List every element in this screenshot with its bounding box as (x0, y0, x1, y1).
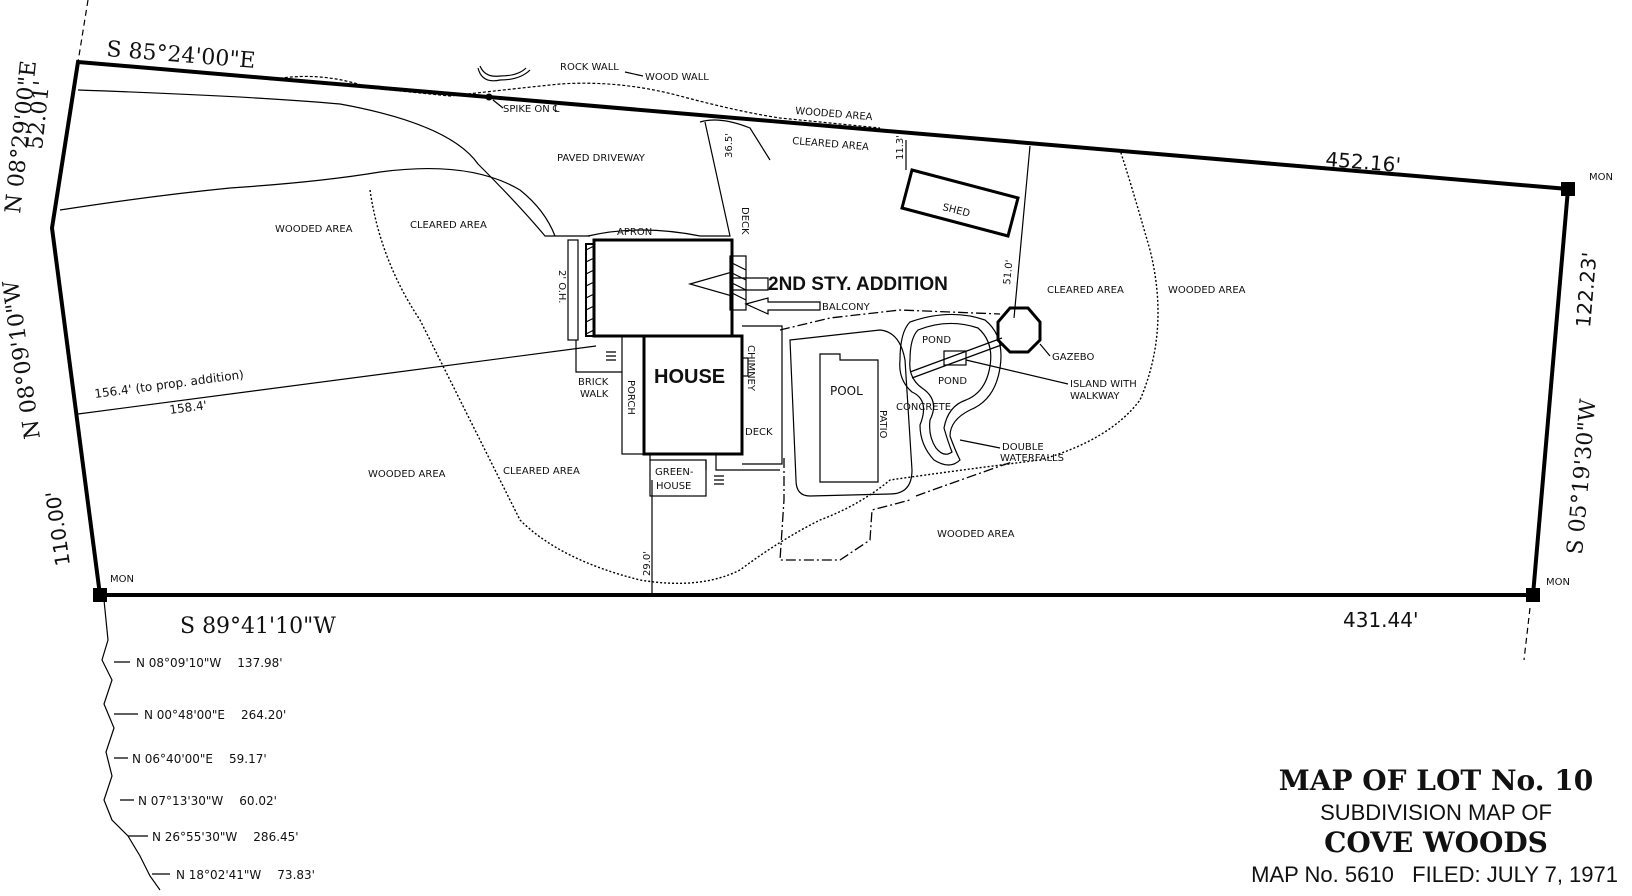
spike-marker (485, 93, 493, 101)
lot-boundary (49, 0, 1575, 661)
dim-158-4: 158.4' (169, 398, 208, 417)
shed-label: SHED (941, 202, 971, 219)
deck-label-south: DECK (745, 427, 773, 438)
west-bearing: N 08°09'10"W (0, 278, 46, 440)
porch-label: PORCH (625, 380, 636, 415)
north-bearing: S 85°24'00"E (106, 37, 257, 74)
dim-51-0: 51.0' (1002, 259, 1016, 285)
porch (621, 335, 645, 455)
dim-11-3: 11.3' (895, 135, 906, 160)
north-distance: 452.16' (1325, 147, 1402, 177)
dim-51-0-line (1013, 145, 1031, 319)
spike-label: SPIKE ON ℄ (503, 104, 560, 115)
measure-lines (77, 345, 653, 595)
addition-footprint (592, 238, 734, 338)
cleared-area-label-east: CLEARED AREA (1047, 285, 1124, 296)
paved-driveway-label: PAVED DRIVEWAY (557, 153, 646, 164)
pool-patio (789, 329, 913, 497)
cleared-area-label-nw: CLEARED AREA (410, 220, 487, 231)
woods-edge (369, 149, 1159, 585)
monument-sw (93, 588, 107, 602)
title-line1: MAP OF LOT No. 10 (1279, 764, 1593, 797)
title-line3: COVE WOODS (1324, 826, 1548, 859)
spike-leader (492, 99, 504, 109)
monument-se (1526, 588, 1540, 602)
dim-29-0: 29.0' (642, 551, 653, 576)
concrete-patio (789, 329, 913, 497)
south-bearing: S 89°41'10"W (180, 614, 336, 639)
wood-wall-label: WOOD WALL (645, 72, 709, 83)
rock-wall-label: ROCK WALL (560, 62, 619, 73)
pool-label: POOL (830, 384, 863, 398)
fence-line (779, 309, 1013, 561)
gazebo-leader (1039, 343, 1051, 357)
pond-label-south: POND (938, 376, 967, 387)
monument-ne (1561, 182, 1575, 196)
wooded-area-label-east: WOODED AREA (1168, 285, 1246, 296)
pond-label-north: POND (922, 335, 951, 346)
paved-driveway (59, 89, 771, 237)
rock-wall-leader (624, 71, 644, 77)
mon-label-ne: MON (1589, 172, 1613, 183)
cleared-area-label-north: CLEARED AREA (792, 136, 870, 153)
east-bearing: S 05°19'30"W (1563, 398, 1602, 556)
mon-label-se: MON (1546, 577, 1570, 588)
cleared-area-label-sw: CLEARED AREA (503, 466, 580, 477)
wooded-area-label-sw: WOODED AREA (368, 469, 446, 480)
dim-156-4: 156.4' (to prop. addition) (94, 367, 245, 401)
east-distance: 122.23' (1571, 251, 1601, 328)
overhang-label: 2' O.H. (556, 270, 567, 303)
mon-label-sw: MON (110, 574, 134, 585)
pond-complex (899, 306, 1042, 466)
house-group: 2' O.H. (556, 238, 783, 497)
title-line4: MAP No. 5610 FILED: JULY 7, 1971 (1251, 862, 1618, 887)
balcony-label: BALCONY (822, 302, 871, 313)
pool (819, 353, 879, 483)
greenhouse-label: GREEN-HOUSE (655, 467, 694, 492)
apron-label: APRON (617, 227, 652, 238)
chimney-label: CHIMNEY (745, 345, 756, 392)
shed: SHED (900, 168, 1020, 238)
title-line2: SUBDIVISION MAP OF (1320, 800, 1552, 825)
deck-label-north: DECK (739, 207, 750, 235)
gazebo-label: GAZEBO (1052, 352, 1094, 363)
house-label: HOUSE (654, 366, 725, 388)
south-distance: 431.44' (1343, 608, 1418, 632)
addition-label: 2ND STY. ADDITION (768, 274, 948, 295)
gazebo (996, 306, 1042, 354)
house-footprint (642, 334, 744, 456)
addition-arrows (687, 271, 821, 315)
wooded-area-label-nw: WOODED AREA (275, 224, 353, 235)
wooded-area-label-south: WOODED AREA (937, 529, 1015, 540)
dim-36-5: 36.5' (724, 133, 735, 158)
concrete-patio-label-2: PATIO (877, 410, 888, 439)
island-leader (965, 359, 1069, 385)
tie-lines (101, 599, 170, 891)
waterfalls-leader (959, 439, 1001, 449)
title-block: MAP OF LOT No. 10 SUBDIVISION MAP OF COV… (1251, 764, 1618, 887)
rock-wood-wall (269, 65, 881, 129)
greenhouse (649, 459, 707, 497)
west-distance: 110.00' (41, 490, 75, 568)
